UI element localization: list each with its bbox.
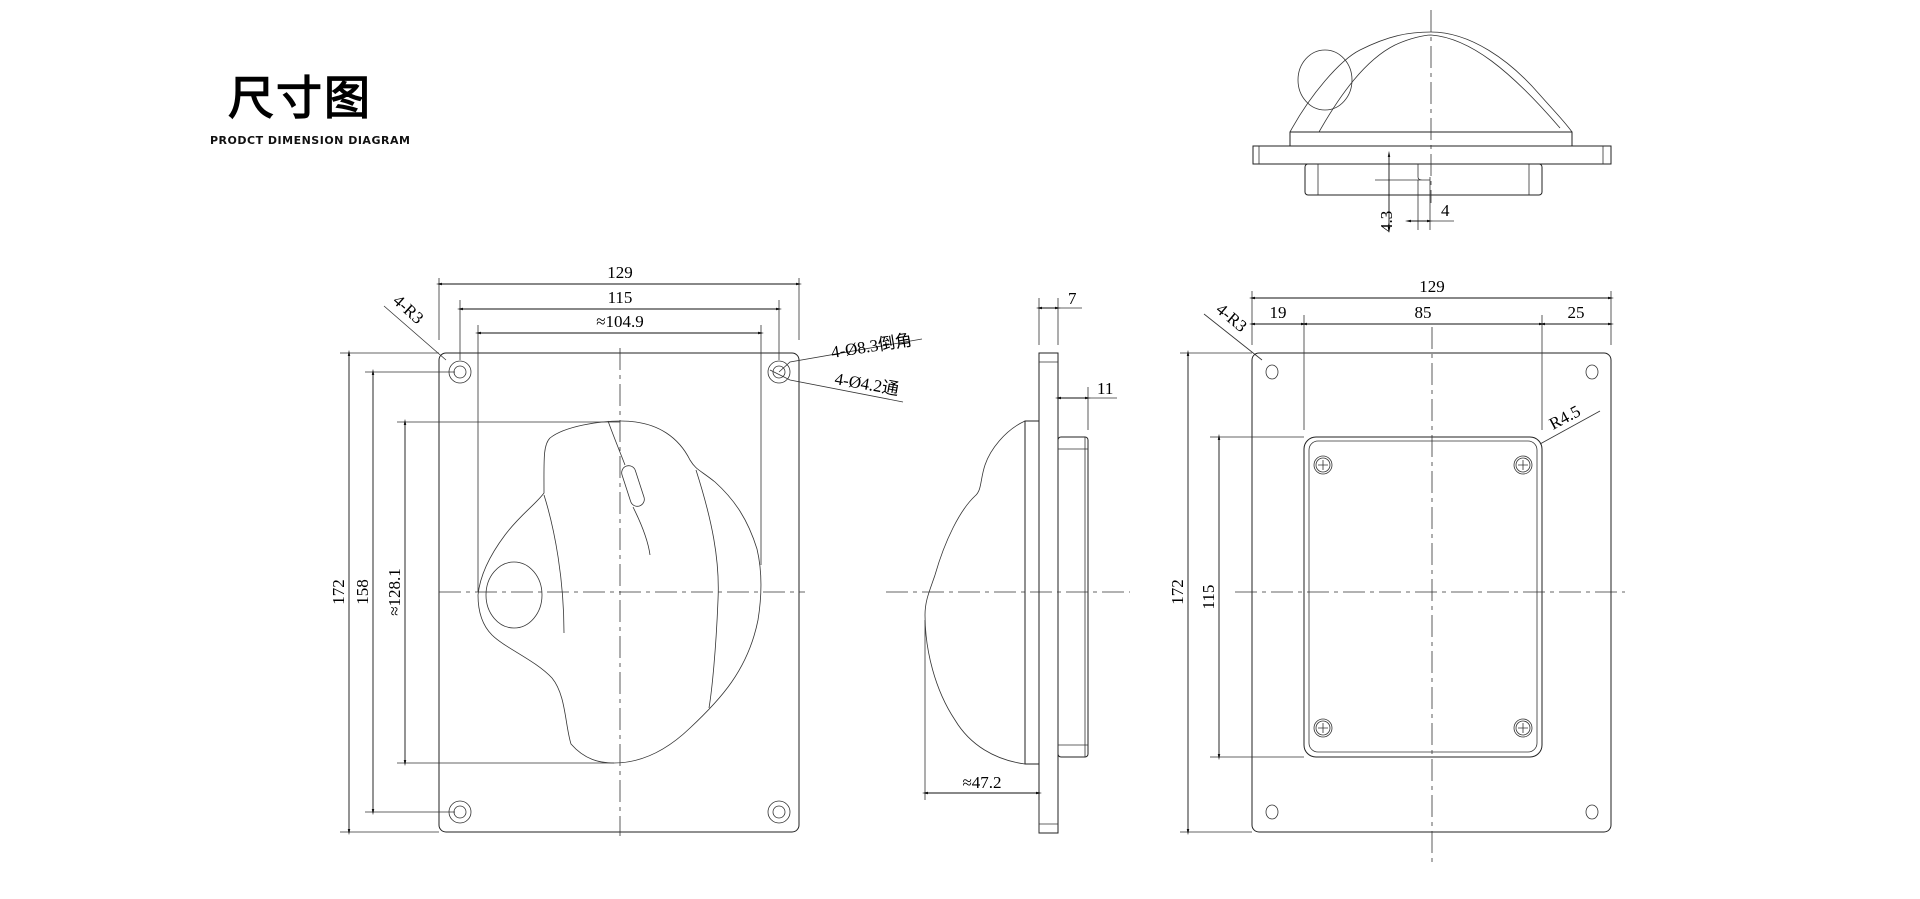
dim-slot-depth-label: 4.3 — [1377, 211, 1396, 232]
dim-slot-width-label: 4 — [1441, 201, 1450, 220]
rear-dim-left-margin-label: 19 — [1270, 303, 1287, 322]
front-plate — [438, 352, 800, 833]
rear-mounting-holes — [1265, 364, 1599, 820]
countersink-note: 4-Ø8.3倒角 — [830, 330, 914, 362]
top-trackball — [1297, 49, 1353, 111]
rear-dim-right-margin-label: 25 — [1568, 303, 1585, 322]
screw-icons — [1313, 455, 1533, 738]
side-view: 7 11 ≈47.2 — [886, 289, 1130, 834]
dim-height-172-label: 172 — [329, 579, 348, 605]
thumb-rest-edge — [543, 494, 565, 634]
rear-cutout — [1303, 436, 1543, 758]
dim-body-depth-label: ≈47.2 — [962, 773, 1001, 792]
dim-hole-spacing-115-label: 115 — [608, 288, 633, 307]
dim-body-width-label: ≈104.9 — [596, 312, 644, 331]
rear-plate — [1251, 352, 1612, 833]
cutout-radius-note: R4.5 — [1546, 401, 1584, 433]
side-plate — [1038, 352, 1059, 834]
mouse-outline — [477, 420, 762, 764]
side-grip-edge — [695, 469, 719, 709]
rear-dim-width-129-label: 129 — [1419, 277, 1445, 296]
dim-hole-spacing-158-label: 158 — [353, 579, 372, 605]
dim-body-height-label: ≈128.1 — [385, 568, 404, 616]
scroll-wheel — [621, 465, 645, 507]
rear-view: 129 19 85 25 172 115 4-R3 R4.5 — [1168, 277, 1625, 862]
front-centerlines — [439, 348, 805, 836]
top-flange — [1252, 145, 1612, 165]
dim-plate-thickness-label: 7 — [1068, 289, 1077, 308]
side-back-box — [1057, 436, 1089, 758]
side-body-profile — [924, 420, 1026, 765]
corner-radius-note: 4-R3 — [389, 291, 427, 328]
button-seam — [607, 420, 651, 556]
trackball — [485, 561, 543, 629]
top-view: 4.3 4 — [1252, 10, 1612, 234]
front-view: 129 115 ≈104.9 172 158 ≈128.1 4-R3 4-Ø8.… — [329, 263, 923, 836]
page-title: 尺寸图 — [228, 71, 372, 125]
side-body-base — [1024, 420, 1040, 765]
rear-dim-height-172-label: 172 — [1168, 579, 1187, 605]
rear-dim-cutout-height-label: 115 — [1199, 585, 1218, 610]
dim-back-depth-label: 11 — [1097, 379, 1113, 398]
page-subtitle: PRODCT DIMENSION DIAGRAM — [210, 134, 411, 147]
rear-dim-cutout-width-label: 85 — [1415, 303, 1432, 322]
top-back-box — [1304, 163, 1543, 196]
dim-width-129-label: 129 — [607, 263, 633, 282]
rear-corner-radius-note: 4-R3 — [1212, 300, 1250, 336]
